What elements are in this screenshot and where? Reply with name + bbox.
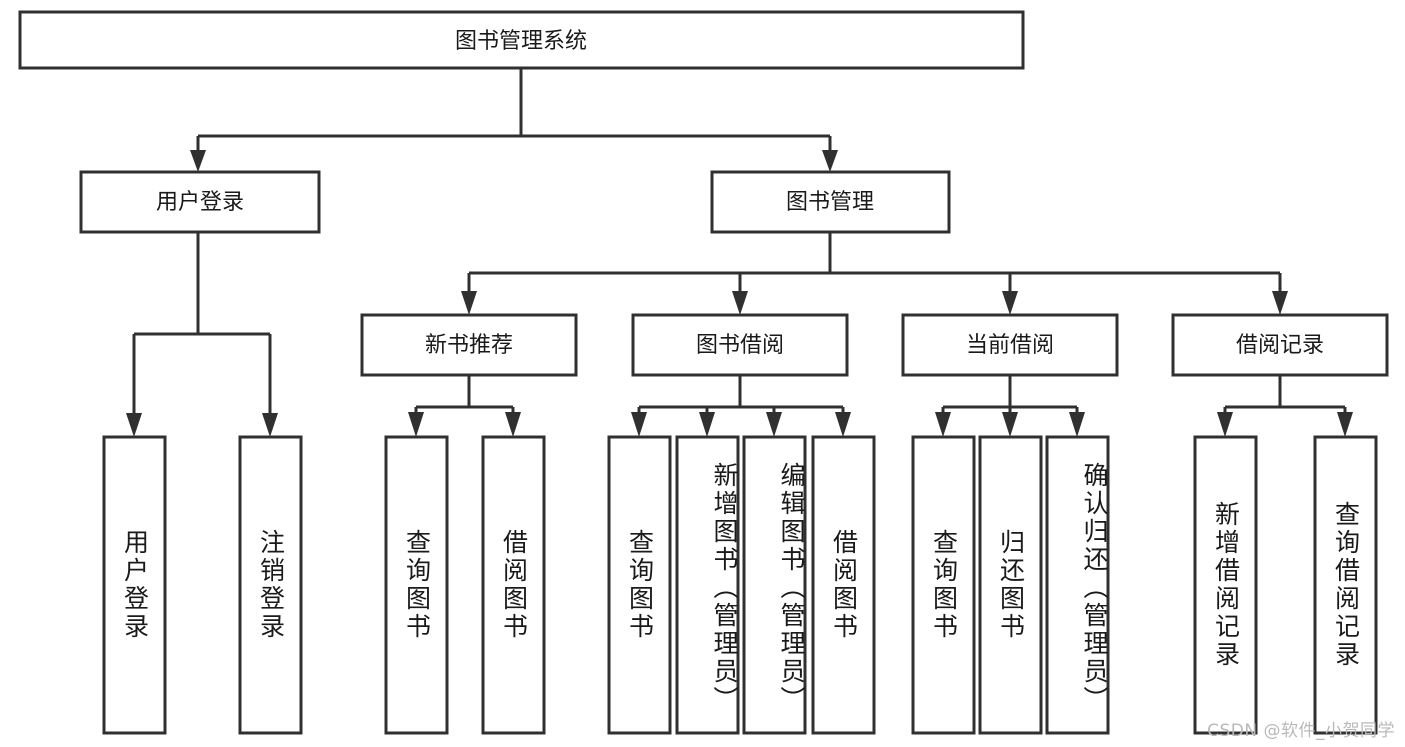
csdn-watermark: CSDN @软件_小贺同学 <box>1207 721 1395 741</box>
leaf-box-newbook-borrow[interactable] <box>481 435 546 735</box>
arrow-head-newbook-l2 <box>505 412 521 437</box>
arrow-head-user-leaf1 <box>126 413 142 437</box>
arrow-head-root-book <box>822 150 838 172</box>
leaf-box-borrow-add[interactable] <box>675 435 740 735</box>
leaf-box-record-add[interactable] <box>1193 435 1258 735</box>
arrow-head-current-l3 <box>1069 412 1085 437</box>
node-new-book-label: 新书推荐 <box>425 333 513 358</box>
node-book-borrow-label: 图书借阅 <box>696 333 784 358</box>
arrow-head-user-leaf2 <box>262 413 278 437</box>
connector-group-root <box>190 68 838 172</box>
arrow-head-book-c1 <box>461 291 477 315</box>
arrow-head-record-l1 <box>1217 412 1233 437</box>
connector-group-current-borrow <box>935 375 1085 437</box>
arrow-head-root-user <box>190 150 206 172</box>
arrow-head-record-l2 <box>1337 412 1353 437</box>
node-current-borrow-label: 当前借阅 <box>966 333 1054 358</box>
leaf-box-record-query[interactable] <box>1313 435 1378 735</box>
node-new-book-box[interactable] <box>360 313 578 377</box>
arrow-head-book-c2 <box>732 291 748 315</box>
node-borrow-record-label: 借阅记录 <box>1236 333 1324 358</box>
arrow-head-borrow-l1 <box>631 412 647 437</box>
node-borrow-record-box[interactable] <box>1171 313 1389 377</box>
connector-group-user-login <box>126 232 278 437</box>
leaf-box-borrow-lend[interactable] <box>811 435 876 735</box>
arrow-head-current-l2 <box>1002 412 1018 437</box>
arrow-head-book-c3 <box>1002 291 1018 315</box>
connector-group-new-book <box>408 375 521 437</box>
arrow-head-borrow-l4 <box>835 412 851 437</box>
arrow-head-newbook-l1 <box>408 412 424 437</box>
leaf-box-current-confirm[interactable] <box>1045 435 1110 735</box>
leaf-box-current-query[interactable] <box>911 435 976 735</box>
leaf-box-current-return[interactable] <box>978 435 1043 735</box>
node-current-borrow-box[interactable] <box>901 313 1119 377</box>
node-user-login-box[interactable] <box>79 170 321 234</box>
node-book-manage-box[interactable] <box>710 170 951 234</box>
arrow-head-book-c4 <box>1272 291 1288 315</box>
arrow-head-borrow-l3 <box>766 412 782 437</box>
arrow-head-current-l1 <box>935 412 951 437</box>
arrow-head-borrow-l2 <box>699 412 715 437</box>
node-root-label: 图书管理系统 <box>455 29 587 54</box>
leaf-box-logout[interactable] <box>238 435 303 735</box>
leaf-box-borrow-query[interactable] <box>607 435 672 735</box>
connector-group-book-manage <box>461 232 1288 315</box>
leaf-box-user-login[interactable] <box>102 435 167 735</box>
node-book-borrow-box[interactable] <box>631 313 849 377</box>
connector-group-book-borrow <box>631 375 851 437</box>
node-book-manage-label: 图书管理 <box>786 190 874 215</box>
node-user-login-label: 用户登录 <box>156 190 244 215</box>
connector-group-borrow-record <box>1217 375 1353 437</box>
node-root-box[interactable] <box>18 10 1025 70</box>
leaf-box-newbook-query[interactable] <box>384 435 449 735</box>
leaf-box-borrow-edit[interactable] <box>742 435 807 735</box>
